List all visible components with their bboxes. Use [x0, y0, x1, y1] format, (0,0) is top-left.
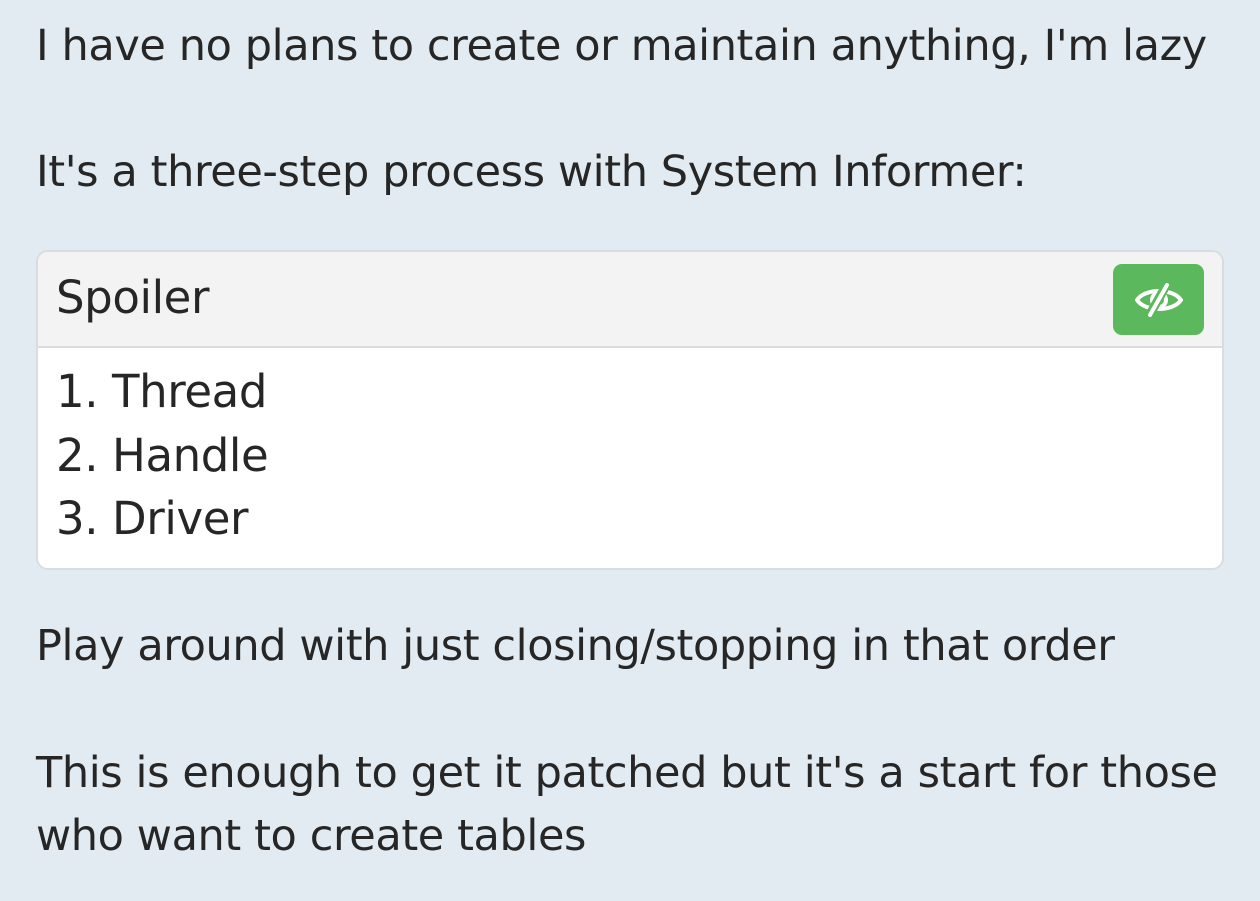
spoiler-list-item: 3. Driver [56, 492, 249, 545]
spoiler-title: Spoiler [56, 271, 210, 324]
spoiler-list-item: 1. Thread [56, 365, 267, 418]
spoiler-block: Spoiler 1. Thread 2. Handle 3. Driver [36, 250, 1224, 570]
eye-slash-icon [1134, 281, 1183, 318]
post-text-line-1: I have no plans to create or maintain an… [36, 21, 1207, 71]
post-text-line-3: Play around with just closing/stopping i… [36, 621, 1115, 671]
post-text-line-2: It's a three-step process with System In… [36, 147, 1027, 197]
spoiler-toggle-button[interactable] [1113, 264, 1204, 335]
spoiler-list-item: 2. Handle [56, 428, 269, 482]
spoiler-header[interactable]: Spoiler [38, 252, 1222, 348]
post-text-line-4: This is enough to get it patched but it'… [36, 748, 1231, 861]
spoiler-content: 1. Thread 2. Handle 3. Driver [38, 348, 1222, 551]
